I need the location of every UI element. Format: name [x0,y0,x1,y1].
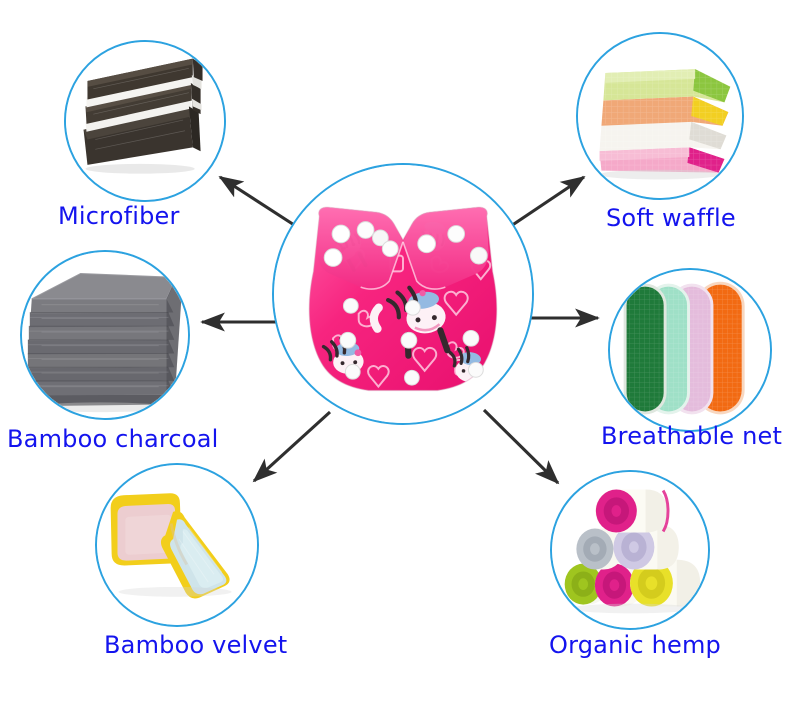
microfiber-illustration [66,42,224,200]
breathable-net-circle-frame [608,268,772,432]
soft-waffle-illustration [578,34,742,198]
label-soft-waffle: Soft waffle [606,204,736,232]
bamboo-velvet-illustration [97,465,257,625]
label-bamboo-velvet: Bamboo velvet [104,631,288,659]
bamboo-charcoal-circle-frame [20,250,190,420]
label-microfiber: Microfiber [58,202,180,230]
label-breathable-net: Breathable net [601,422,783,450]
center-circle-frame [272,163,534,425]
label-bamboo-charcoal: Bamboo charcoal [7,425,219,453]
arrow-to-organic-hemp [482,408,560,485]
soft-waffle-circle-frame [576,32,744,200]
microfiber-circle-frame [64,40,226,202]
organic-hemp-illustration [552,472,708,628]
bamboo-velvet-circle-frame [95,463,259,627]
organic-hemp-circle-frame [550,470,710,630]
breathable-net-illustration [610,270,770,430]
diaper-illustration [274,165,532,423]
arrow-to-bamboo-velvet [252,410,332,483]
bamboo-charcoal-illustration [22,252,188,418]
label-organic-hemp: Organic hemp [549,631,721,659]
arrow-to-soft-waffle [507,175,586,230]
